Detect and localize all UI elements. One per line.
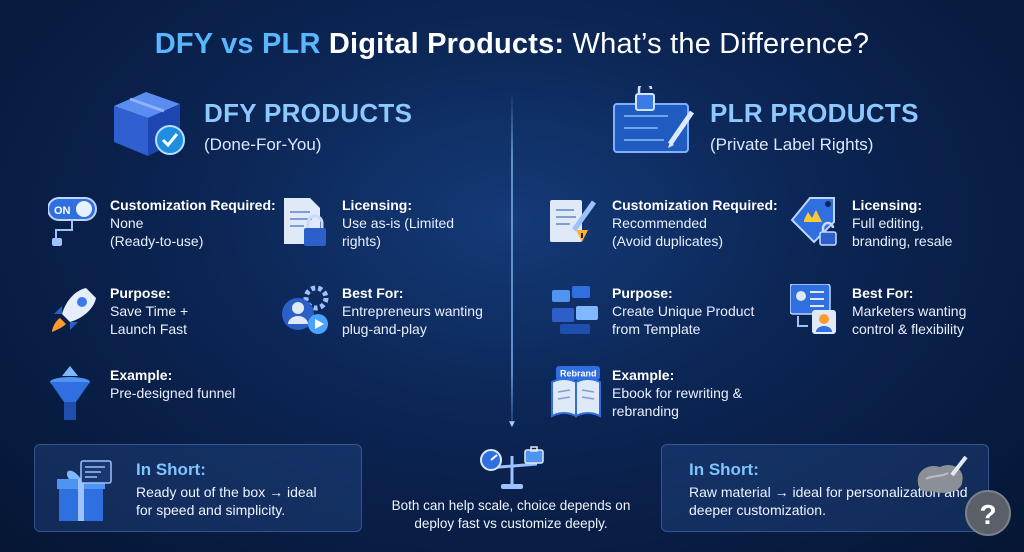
plr-customization: Customization Required: Recommended (Avo…	[550, 196, 790, 256]
dfy-licensing: Licensing: Use as-is (Limited rights)	[280, 196, 510, 256]
plr-summary-box: In Short: Raw material → ideal for perso…	[661, 444, 989, 532]
dfy-title: DFY PRODUCTS	[204, 98, 413, 128]
gift-box-icon	[51, 457, 121, 523]
plr-short-text: Raw material → ideal for personalization…	[689, 484, 968, 518]
raw-material-icon	[912, 453, 972, 497]
dfy-example: Example: Pre-designed funnel	[48, 366, 288, 426]
balance-scale-icon	[477, 446, 547, 492]
dfy-purpose: Purpose: Save Time + Launch Fast	[48, 284, 288, 344]
dfy-purpose-text: Save Time + Launch Fast	[110, 303, 189, 337]
dfy-customization-inline: None	[110, 215, 144, 231]
dfy-example-label: Example:	[110, 367, 173, 383]
plr-customization-label: Customization Required:	[612, 197, 778, 213]
dfy-customization-text: (Ready-to-use)	[110, 233, 204, 249]
funnel-icon	[48, 366, 100, 420]
dfy-customization-label: Customization Required:	[110, 197, 276, 213]
edit-warning-icon	[550, 196, 602, 244]
rocket-icon	[48, 284, 100, 332]
plr-purpose: Purpose: Create Unique Product from Temp…	[550, 284, 790, 344]
plr-example-text: Ebook for rewriting & rebranding	[612, 385, 742, 419]
dfy-best-for-label: Best For:	[342, 285, 404, 301]
dfy-licensing-label: Licensing:	[342, 197, 413, 213]
dfy-best-for-text: Entrepreneurs wanting plug-and-play	[342, 303, 483, 337]
user-gear-icon	[280, 284, 332, 334]
plr-example-label: Example:	[612, 367, 675, 383]
page-title: DFY vs PLR Digital Products: What’s the …	[154, 28, 870, 60]
plr-short-title: In Short:	[689, 460, 759, 479]
plr-best-for-label: Best For:	[852, 285, 914, 301]
plr-title: PLR PRODUCTS	[710, 98, 919, 128]
blueprint-lock-icon	[608, 81, 700, 158]
ebook-rebrand-icon: Rebrand	[550, 366, 602, 418]
plr-subtitle: (Private Label Rights)	[710, 135, 874, 154]
help-button[interactable]: ?	[965, 490, 1011, 536]
plr-licensing-text: Full editing, branding, resale	[852, 215, 953, 249]
tag-crown-icon	[790, 196, 842, 246]
plr-header: PLR PRODUCTS (Private Label Rights)	[710, 98, 919, 155]
toggle-switch-icon: ON	[47, 196, 100, 246]
dfy-best-for: Best For: Entrepreneurs wanting plug-and…	[280, 284, 510, 344]
plr-customization-text: Recommended (Avoid duplicates)	[612, 215, 724, 249]
profile-sliders-icon	[789, 283, 842, 334]
plr-purpose-text: Create Unique Product from Template	[612, 303, 755, 337]
svg-text:Rebrand: Rebrand	[560, 369, 597, 379]
dfy-subtitle: (Done-For-You)	[204, 135, 322, 154]
dfy-example-text: Pre-designed funnel	[110, 385, 236, 401]
dfy-customization: ON Customization Required: None (Ready-t…	[47, 196, 288, 256]
divider-arrow-icon: ▼	[507, 419, 517, 430]
plr-licensing-label: Licensing:	[852, 197, 923, 213]
dfy-licensing-text: Use as-is (Limited rights)	[342, 215, 455, 249]
svg-text:ON: ON	[54, 205, 71, 217]
building-blocks-icon	[550, 284, 602, 334]
plr-best-for: Best For: Marketers wanting control & fl…	[789, 283, 1010, 344]
plr-licensing: Licensing: Full editing, branding, resal…	[790, 196, 1010, 256]
plr-example: Rebrand Example: Ebook for rewriting & r…	[550, 366, 790, 426]
plr-purpose-label: Purpose:	[612, 285, 673, 301]
center-divider	[511, 92, 513, 422]
comparison-conclusion: Both can help scale, choice depends on d…	[391, 498, 631, 531]
dfy-short-title: In Short:	[136, 460, 206, 479]
dfy-header: DFY PRODUCTS (Done-For-You)	[204, 98, 412, 155]
box-check-icon	[100, 86, 192, 160]
dfy-summary-box: In Short: Ready out of the box → ideal f…	[34, 444, 362, 532]
dfy-short-text: Ready out of the box → ideal for speed a…	[136, 484, 317, 518]
document-lock-icon	[280, 196, 332, 246]
plr-best-for-text: Marketers wanting control & flexibility	[852, 303, 967, 337]
dfy-purpose-label: Purpose:	[110, 285, 171, 301]
